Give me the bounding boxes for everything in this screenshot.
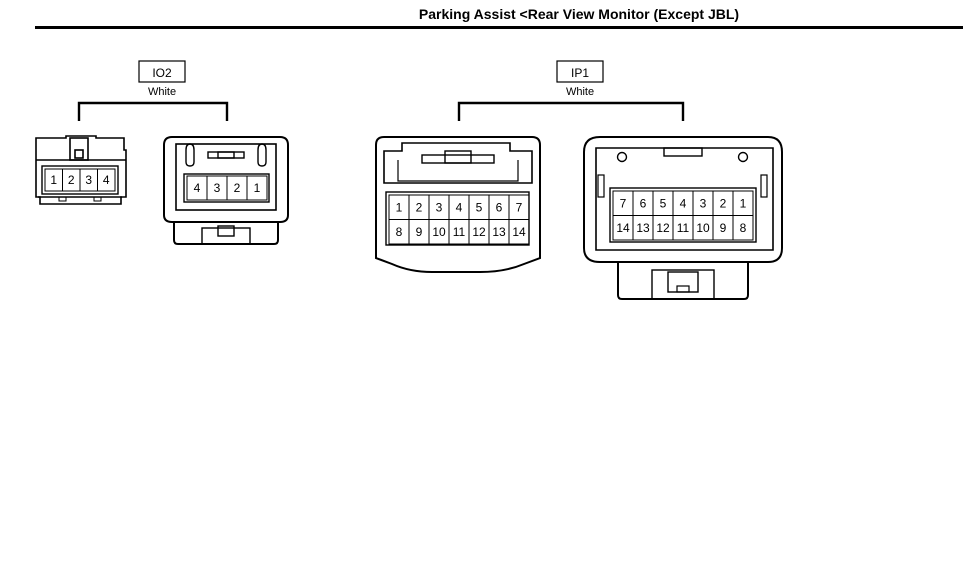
ip1-male-pin-number: 14 bbox=[512, 225, 526, 239]
ip1-female-pin-number: 9 bbox=[720, 221, 727, 235]
ip1-female-pin-number: 11 bbox=[677, 221, 690, 235]
ip1-male-pin-number: 2 bbox=[416, 200, 423, 214]
ip1-male-pin-number: 5 bbox=[476, 200, 483, 214]
ip1-male-pin-number: 1 bbox=[396, 200, 403, 214]
ip1-female-pin-number: 3 bbox=[700, 196, 707, 210]
ip1-female-connector bbox=[583, 136, 783, 300]
ip1-female-pin-number: 10 bbox=[696, 221, 710, 235]
ip1-male-connector bbox=[375, 136, 541, 273]
ip1-female-pin-number: 7 bbox=[620, 196, 627, 210]
ip1-female-pin-cell bbox=[732, 215, 754, 241]
title-underline bbox=[35, 26, 963, 29]
io2-connector-id: IO2 bbox=[152, 66, 172, 80]
ip1-male-pin-number: 9 bbox=[416, 225, 423, 239]
ip1-male-pin-number: 7 bbox=[516, 200, 523, 214]
io2-female-pin-cell bbox=[246, 175, 268, 201]
ip1-male-pin-cell bbox=[508, 219, 530, 245]
io2-male-pin-number: 1 bbox=[50, 173, 57, 187]
ip1-male-pin-number: 13 bbox=[492, 225, 506, 239]
ip1-female-pin-number: 12 bbox=[656, 221, 670, 235]
io2-female-pin-number: 3 bbox=[214, 181, 221, 195]
ip1-female-pin-number: 1 bbox=[740, 196, 747, 210]
ip1-female-pin-number: 13 bbox=[636, 221, 650, 235]
ip1-bracket bbox=[457, 101, 685, 121]
ip1-connector-color: White bbox=[566, 86, 594, 98]
io2-female-connector bbox=[163, 136, 289, 245]
ip1-female-pin-number: 6 bbox=[640, 196, 647, 210]
io2-label-box bbox=[138, 60, 186, 83]
ip1-female-pin-number: 8 bbox=[740, 221, 747, 235]
io2-male-pin-cell bbox=[97, 168, 116, 192]
page-title: Parking Assist <Rear View Monitor (Excep… bbox=[418, 6, 740, 22]
ip1-male-pin-number: 4 bbox=[456, 200, 463, 214]
io2-male-pin-number: 3 bbox=[85, 173, 92, 187]
ip1-female-pin-number: 14 bbox=[616, 221, 630, 235]
io2-female-pin-number: 2 bbox=[234, 181, 241, 195]
ip1-label-box bbox=[556, 60, 604, 83]
io2-connector-color: White bbox=[148, 86, 176, 98]
io2-female-pin-number: 1 bbox=[254, 181, 261, 195]
ip1-male-pin-number: 12 bbox=[472, 225, 486, 239]
ip1-male-pin-number: 6 bbox=[496, 200, 503, 214]
ip1-female-pin-number: 5 bbox=[660, 196, 667, 210]
io2-female-pin-number: 4 bbox=[194, 181, 201, 195]
io2-male-pin-number: 2 bbox=[68, 173, 75, 187]
ip1-connector-id: IP1 bbox=[571, 66, 589, 80]
io2-male-connector bbox=[35, 135, 127, 205]
ip1-male-pin-number: 3 bbox=[436, 200, 443, 214]
ip1-male-pin-number: 10 bbox=[432, 225, 446, 239]
io2-male-pin-number: 4 bbox=[103, 173, 110, 187]
ip1-male-pin-number: 8 bbox=[396, 225, 403, 239]
ip1-female-pin-number: 4 bbox=[680, 196, 687, 210]
ip1-male-pin-number: 11 bbox=[453, 225, 466, 239]
io2-bracket bbox=[77, 101, 229, 121]
ip1-female-pin-number: 2 bbox=[720, 196, 727, 210]
